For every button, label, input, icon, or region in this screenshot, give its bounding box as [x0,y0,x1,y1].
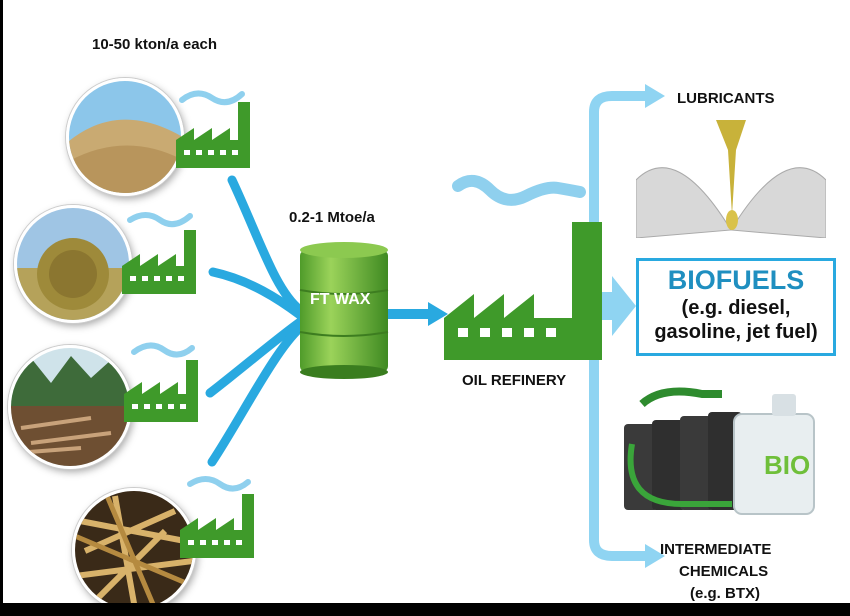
factory-icon-2 [122,212,196,294]
wax-capacity-label: 0.2-1 Mtoe/a [289,209,375,226]
biofuels-title: BIOFUELS [667,265,805,295]
arrow-feed-3 [205,317,305,398]
arrow-to-biofuels [598,276,636,336]
arrow-feed-2 [208,267,305,320]
arrow-to-chemicals-head [645,544,665,568]
straw-bale-image [14,205,132,323]
oil-refinery-label: OIL REFINERY [462,372,567,389]
biofuels-example-line1: (e.g. diesel, [681,297,791,319]
factory-icon-3 [124,342,198,422]
intermediate-label-line1: INTERMEDIATE [660,541,772,558]
ft-wax-drum [299,242,389,379]
lubricants-label: LUBRICANTS [677,90,775,107]
arrow-drum-to-refinery-head [428,302,448,326]
arrow-to-chemicals [589,380,648,561]
intermediate-label-line2: CHEMICALS [679,563,769,580]
feedstock-capacity-label: 10-50 kton/a each [92,36,218,53]
biofuels-example-line2: gasoline, jet fuel) [654,321,818,343]
left-border [0,0,3,616]
ft-wax-drum-label: FT WAX [310,291,371,308]
arrow-feed-1 [227,175,305,315]
wood-chips-image [66,78,184,196]
biofuels-box: BIOFUELS (e.g. diesel, gasoline, jet fue… [636,258,836,356]
bio-jerrycan-text: BIO [764,450,811,480]
gears-oil-image [636,120,826,238]
arrow-to-lubricants [589,91,648,215]
refinery-factory-icon [444,174,602,360]
jerrycans-image [622,384,822,520]
factory-icon-1 [176,90,250,168]
arrow-feed-4 [207,323,305,467]
forest-residue-image [8,345,132,469]
factory-icon-4 [180,476,254,558]
intermediate-label-line3: (e.g. BTX) [690,585,760,602]
arrow-to-lubricants-head [645,84,665,108]
bottom-border [0,603,850,616]
